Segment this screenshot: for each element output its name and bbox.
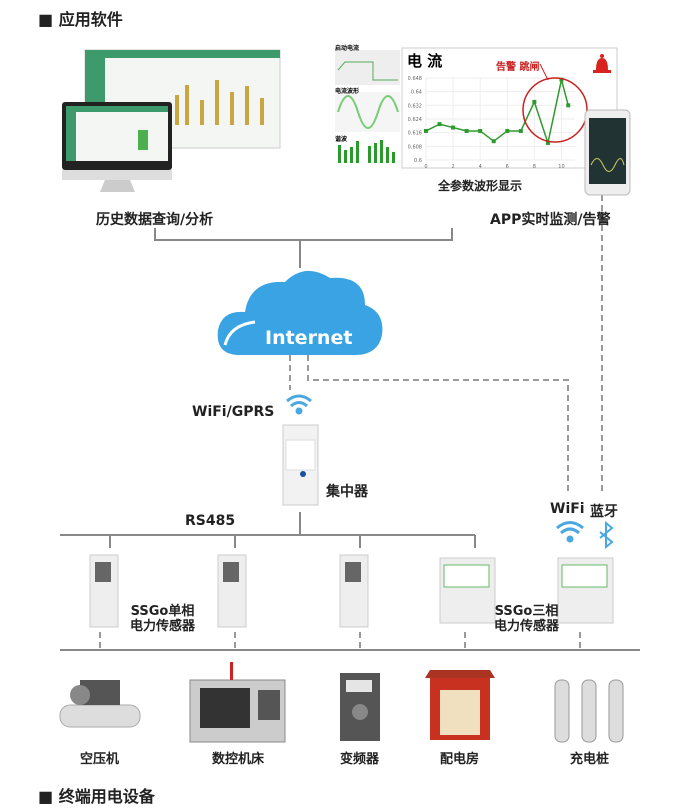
- y-tick-label: 0.6: [414, 158, 422, 164]
- section-title-devices: ■ 终端用电设备: [38, 787, 155, 806]
- history-label: 历史数据查询/分析: [96, 212, 214, 228]
- alarm-pointer: [539, 63, 549, 81]
- air-compressor-image: [59, 680, 141, 728]
- data-point: [518, 128, 523, 133]
- app-label: APP实时监测/告警: [490, 212, 611, 228]
- bluetooth-label: 蓝牙: [590, 504, 618, 520]
- three-phase-sensor-label: SSGo三相电力传感器: [494, 604, 559, 634]
- device-label-cnc: 数控机床: [212, 752, 265, 767]
- wifi-gprs-label: WiFi/GPRS: [192, 404, 275, 420]
- x-tick-label: 0: [424, 164, 427, 170]
- alarm-annotation: 告警 跳闸: [496, 62, 540, 73]
- mini-chart-title: 启动电流: [335, 45, 360, 52]
- data-point: [464, 128, 469, 133]
- data-point: [545, 140, 550, 145]
- current-chart: 0.6 0.608 0.616 0.624 0.632 0.64 0.648 0 2 4 6 8 10: [408, 76, 575, 170]
- power-room-image: [425, 670, 495, 740]
- data-point: [437, 122, 442, 127]
- device-label-air-compressor: 空压机: [80, 752, 120, 767]
- concentrator-device-image: [282, 424, 319, 506]
- wifi-icon: [556, 521, 584, 543]
- cnc-machine-image: [189, 662, 286, 743]
- y-tick-label: 0.616: [408, 131, 422, 137]
- mini-chart-title: 谐波: [335, 136, 348, 143]
- x-tick-label: 10: [558, 164, 564, 170]
- sensor-label-line: 电力传感器: [130, 619, 196, 634]
- internet-cloud: [217, 270, 383, 355]
- sensor-label-line: SSGo三相: [494, 604, 559, 619]
- x-tick-label: 6: [506, 164, 509, 170]
- current-chart-frame: [401, 47, 618, 169]
- y-tick-label: 0.632: [408, 103, 422, 109]
- section-title-software: ■ 应用软件: [38, 10, 123, 29]
- y-tick-label: 0.608: [408, 144, 422, 150]
- chart-title: 电 流: [407, 52, 443, 70]
- sensor-label-line: 电力传感器: [494, 619, 560, 634]
- data-point: [451, 125, 456, 130]
- device-label-charging-pile: 充电桩: [570, 752, 610, 767]
- device-label-converter: 变频器: [340, 752, 380, 767]
- alarm-bell-icon: [593, 54, 611, 73]
- y-tick-label: 0.648: [408, 76, 422, 82]
- device-label-power-room: 配电房: [440, 752, 480, 767]
- data-point: [505, 128, 510, 133]
- y-tick-label: 0.64: [411, 90, 422, 96]
- single-phase-sensor-image: [339, 554, 369, 628]
- wifi-label: WiFi: [550, 501, 585, 517]
- data-point: [424, 128, 428, 133]
- charging-pile-image: [554, 679, 624, 743]
- x-tick-label: 4: [479, 164, 482, 170]
- data-point: [478, 128, 483, 133]
- series-line: [425, 79, 569, 146]
- single-phase-sensor-image: [217, 554, 247, 628]
- dashed-links: [99, 195, 603, 650]
- bluetooth-icon: [599, 520, 614, 550]
- single-phase-sensor-label: SSGo单相电力传感器: [130, 604, 195, 634]
- data-point: [559, 77, 564, 82]
- x-tick-label: 8: [533, 164, 536, 170]
- concentrator-label: 集中器: [326, 484, 368, 500]
- single-phase-sensor-image: [89, 554, 119, 628]
- sensor-label-line: SSGo单相: [130, 604, 195, 619]
- solid-links: [60, 228, 640, 651]
- y-tick-label: 0.624: [408, 117, 422, 123]
- x-tick-label: 2: [451, 164, 454, 170]
- frequency-converter-image: [340, 673, 380, 741]
- three-phase-sensor-image: [557, 557, 614, 624]
- smartphone-image: [584, 109, 631, 196]
- alarm-circle: [522, 77, 588, 143]
- mini-chart-title: 电流波形: [335, 88, 360, 95]
- wifi-icon: [286, 394, 312, 415]
- rs485-label: RS485: [185, 513, 236, 529]
- data-point: [566, 103, 571, 108]
- three-phase-sensor-image: [439, 557, 496, 624]
- data-point: [532, 99, 537, 104]
- waveform-caption: 全参数波形显示: [438, 179, 523, 193]
- data-point: [491, 139, 496, 144]
- mini-charts: [335, 50, 400, 163]
- internet-label: Internet: [265, 327, 353, 349]
- desktop-monitor-image: [62, 49, 281, 192]
